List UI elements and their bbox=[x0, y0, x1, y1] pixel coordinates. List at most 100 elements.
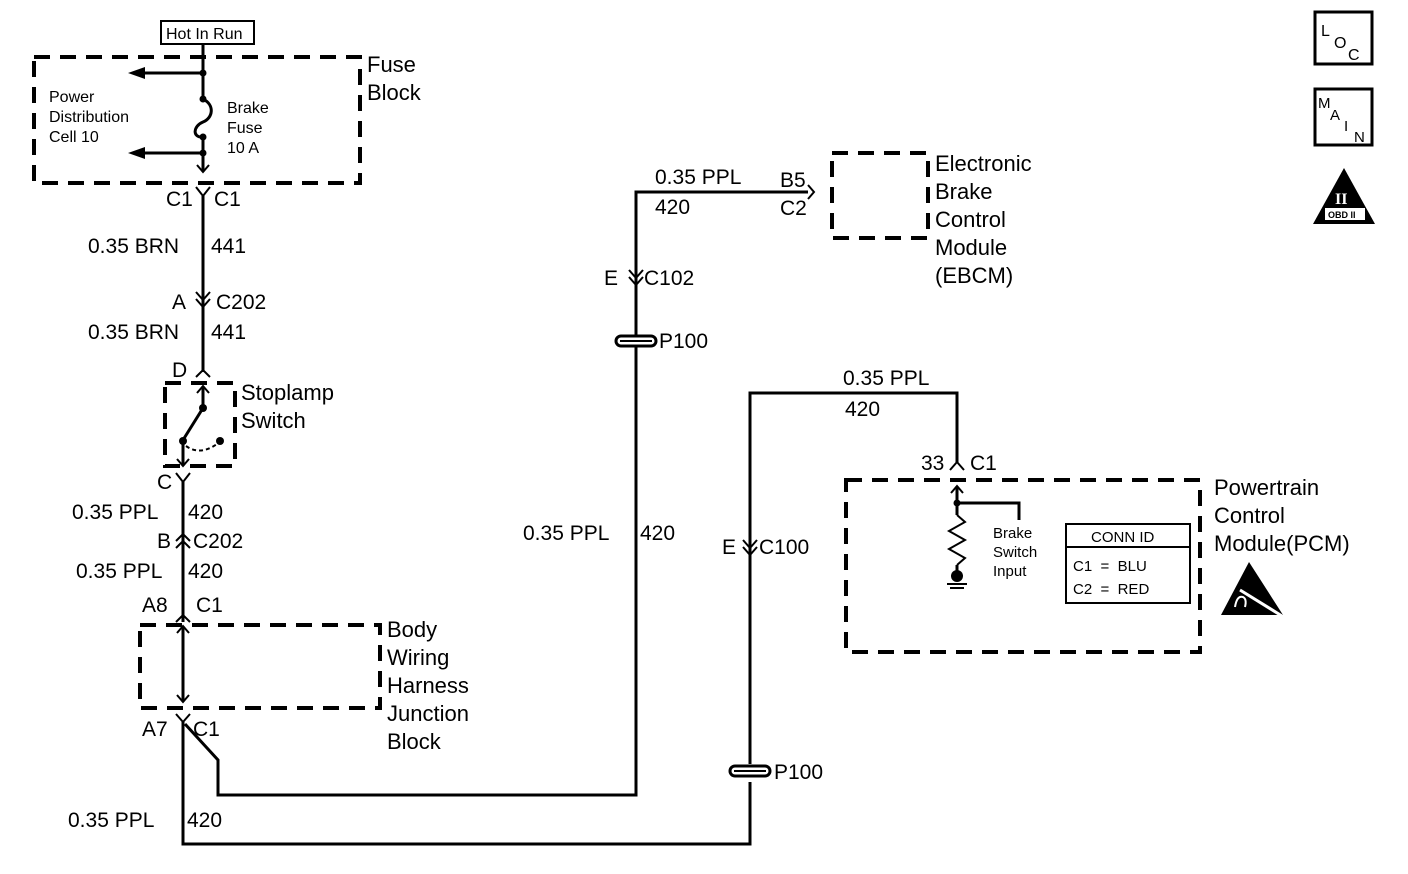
arrow-left-icon bbox=[128, 67, 145, 79]
junction-title-3: Harness bbox=[387, 673, 469, 698]
junction-title-5: Block bbox=[387, 729, 442, 754]
distribution-line-3: Cell 10 bbox=[49, 129, 99, 146]
svg-text:E: E bbox=[604, 267, 618, 290]
pcm-input-line-1: Brake bbox=[993, 525, 1032, 542]
svg-text:M: M bbox=[1318, 95, 1331, 112]
resistor-icon bbox=[946, 514, 968, 566]
obd-ii-icon[interactable]: II OBD II bbox=[1313, 168, 1375, 224]
fuse-connector-left: C1 bbox=[166, 188, 193, 211]
pcm-connector-c1: C1 bbox=[970, 452, 997, 475]
svg-text:N: N bbox=[1354, 129, 1365, 146]
junction-conn-bottom: C1 bbox=[193, 718, 220, 741]
svg-text:L: L bbox=[1321, 23, 1330, 40]
junction-block: A8 C1 Body Wiring Harness Junction Block… bbox=[138, 594, 469, 754]
wire-420-b-circuit: 420 bbox=[188, 560, 223, 583]
wire-441-a-gauge: 0.35 BRN bbox=[88, 235, 179, 258]
conn-id-row: C1 = BLU bbox=[1073, 558, 1147, 575]
ebcm-title-2: Brake bbox=[935, 179, 992, 204]
svg-text:A: A bbox=[1330, 107, 1340, 124]
fuse-block: Fuse Block Power Distribution Cell 10 Br… bbox=[32, 44, 422, 211]
loc-icon[interactable]: L O C bbox=[1313, 10, 1374, 66]
connector-c202-a: A C202 bbox=[172, 291, 266, 314]
fuse-line-2: Fuse bbox=[227, 120, 263, 137]
ebcm: 0.35 PPL 420 B5 C2 Electronic Brake Cont… bbox=[634, 151, 1032, 288]
hot-in-run-text: Hot In Run bbox=[166, 26, 242, 43]
stoplamp-title-2: Switch bbox=[241, 408, 306, 433]
wire-420-ebcm-circuit: 420 bbox=[655, 196, 690, 219]
stoplamp-pin-c: C bbox=[157, 471, 172, 494]
wire-420-mid-circuit: 420 bbox=[640, 522, 675, 545]
ebcm-pin-b5: B5 bbox=[780, 169, 806, 192]
conn-id-row: C2 = RED bbox=[1073, 581, 1149, 598]
pcm: 33 C1 Powertrain Control Module(PCM) Bra… bbox=[844, 452, 1350, 654]
fuse-block-title-2: Block bbox=[367, 80, 422, 105]
pcm-title-2: Control bbox=[1214, 503, 1285, 528]
main-icon[interactable]: M A I N bbox=[1313, 87, 1374, 147]
fuse-connector-right: C1 bbox=[214, 188, 241, 211]
wire-441-b-gauge: 0.35 BRN bbox=[88, 321, 179, 344]
svg-text:C202: C202 bbox=[193, 530, 243, 553]
svg-text:C100: C100 bbox=[759, 536, 809, 559]
wire-420-a-gauge: 0.35 PPL bbox=[72, 501, 158, 524]
svg-text:C102: C102 bbox=[644, 267, 694, 290]
splice-p100-b: P100 bbox=[728, 761, 823, 784]
wire-420-bottom-gauge: 0.35 PPL bbox=[68, 809, 154, 832]
svg-text:II: II bbox=[1335, 191, 1347, 208]
fuse-line-1: Brake bbox=[227, 100, 269, 117]
pcm-title-3: Module(PCM) bbox=[1214, 531, 1350, 556]
wire-420-ebcm-gauge: 0.35 PPL bbox=[655, 166, 741, 189]
svg-text:I: I bbox=[1344, 118, 1348, 135]
hot-in-run-label: Hot In Run bbox=[160, 20, 255, 45]
wire-420-pcm-gauge: 0.35 PPL bbox=[843, 367, 929, 390]
pcm-input-line-3: Input bbox=[993, 563, 1027, 580]
distribution-line-1: Power bbox=[49, 89, 95, 106]
junction-title-4: Junction bbox=[387, 701, 469, 726]
ebcm-connector-c2: C2 bbox=[780, 197, 807, 220]
svg-text:E: E bbox=[722, 536, 736, 559]
ebcm-title-4: Module bbox=[935, 235, 1007, 260]
fuse-block-title-1: Fuse bbox=[367, 52, 416, 77]
pcm-pin-33: 33 bbox=[921, 452, 944, 475]
connector-c202-b: B C202 bbox=[157, 530, 243, 553]
arrow-left-icon bbox=[128, 147, 145, 159]
wire-420-bottom-circuit: 420 bbox=[187, 809, 222, 832]
connector-c100: E C100 bbox=[722, 536, 809, 559]
svg-text:P100: P100 bbox=[659, 330, 708, 353]
svg-text:P100: P100 bbox=[774, 761, 823, 784]
svg-text:C202: C202 bbox=[216, 291, 266, 314]
stoplamp-pin-d: D bbox=[172, 359, 187, 382]
wire-441-a-circuit: 441 bbox=[211, 235, 246, 258]
ebcm-title-3: Control bbox=[935, 207, 1006, 232]
wire-420-ebcm-branch[interactable] bbox=[183, 345, 638, 797]
wire-441-b-circuit: 441 bbox=[211, 321, 246, 344]
conn-id-table: CONN ID C1 = BLU C2 = RED bbox=[1065, 523, 1191, 604]
svg-text:A: A bbox=[172, 291, 186, 314]
svg-text:B: B bbox=[157, 530, 171, 553]
wire-420-pcm-circuit: 420 bbox=[845, 398, 880, 421]
pcm-title-1: Powertrain bbox=[1214, 475, 1319, 500]
switch-contact-icon bbox=[181, 407, 205, 441]
svg-text:O: O bbox=[1334, 35, 1346, 52]
fuse-line-3: 10 A bbox=[227, 140, 259, 157]
junction-conn-top: C1 bbox=[196, 594, 223, 617]
junction-pin-a8: A8 bbox=[142, 594, 168, 617]
distribution-line-2: Distribution bbox=[49, 109, 129, 126]
esd-warning-icon bbox=[1221, 562, 1283, 618]
junction-pin-a7: A7 bbox=[142, 718, 168, 741]
fuse-icon bbox=[193, 97, 213, 139]
junction-title-2: Wiring bbox=[387, 645, 449, 670]
splice-p100-a: P100 bbox=[614, 330, 708, 353]
wire-420-mid-gauge: 0.35 PPL bbox=[523, 522, 609, 545]
junction-title-1: Body bbox=[387, 617, 437, 642]
wire-420-pcm[interactable] bbox=[748, 391, 959, 764]
svg-text:C: C bbox=[1348, 47, 1360, 64]
wire-420-bottom-loop[interactable] bbox=[181, 722, 752, 846]
wire-420-b-gauge: 0.35 PPL bbox=[76, 560, 162, 583]
pcm-input-line-2: Switch bbox=[993, 544, 1037, 561]
ebcm-title-5: (EBCM) bbox=[935, 263, 1013, 288]
stoplamp-title-1: Stoplamp bbox=[241, 380, 334, 405]
connector-c102: E C102 bbox=[604, 267, 694, 290]
svg-text:OBD II: OBD II bbox=[1328, 210, 1356, 220]
wire-420-a-circuit: 420 bbox=[188, 501, 223, 524]
